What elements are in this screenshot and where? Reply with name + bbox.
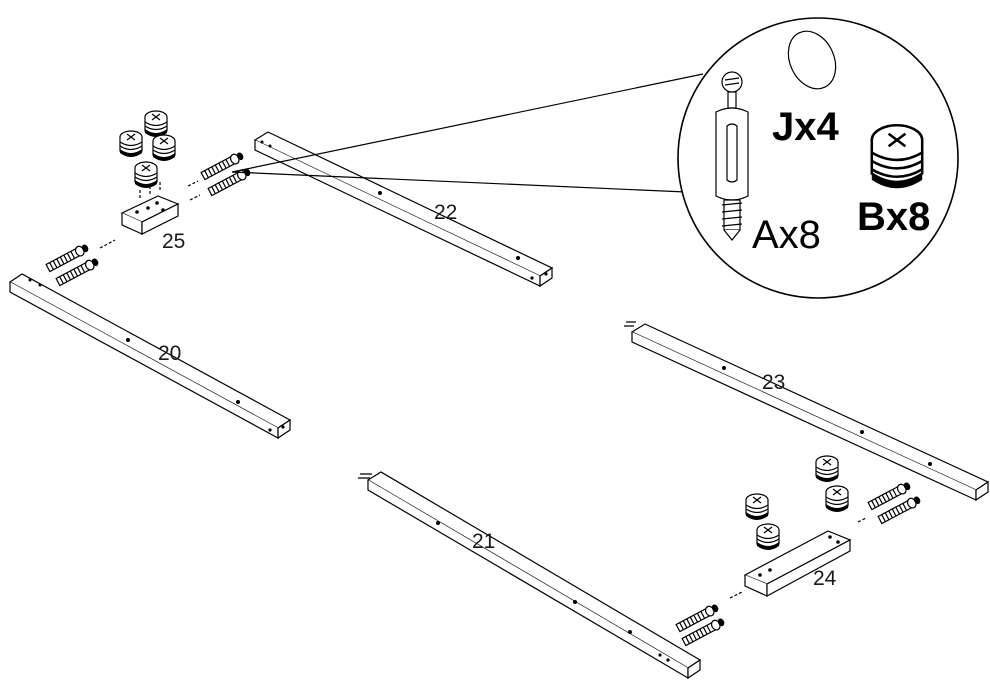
hardware-detail-circle: Jx4 Ax8 Bx8 — [677, 17, 959, 299]
dowel-icon — [787, 30, 837, 90]
rail-23 — [624, 321, 990, 502]
label-part-24: 24 — [813, 567, 837, 590]
rail-21 — [358, 471, 702, 680]
rail-22 — [253, 131, 554, 288]
block-24 — [743, 530, 852, 598]
cam-bolts-rail-22 — [187, 149, 253, 201]
label-a: Ax8 — [752, 213, 821, 257]
callout-lines — [231, 73, 704, 193]
cam-bolts-rail-20 — [45, 239, 116, 288]
cam-bolts-rail-23 — [857, 479, 923, 526]
cam-bolt-icon — [715, 71, 749, 241]
label-b: Bx8 — [857, 195, 930, 239]
label-part-23: 23 — [762, 371, 785, 394]
cam-bolts-rail-21 — [675, 591, 743, 648]
rail-20 — [8, 273, 292, 440]
cam-lock-icon — [870, 124, 924, 189]
block-25 — [120, 182, 180, 235]
label-part-21: 21 — [472, 530, 495, 553]
cam-locks-block-25 — [119, 110, 176, 189]
label-j: Jx4 — [772, 105, 839, 149]
label-part-20: 20 — [158, 342, 181, 365]
label-part-22: 22 — [434, 201, 457, 224]
label-part-25: 25 — [162, 230, 185, 253]
